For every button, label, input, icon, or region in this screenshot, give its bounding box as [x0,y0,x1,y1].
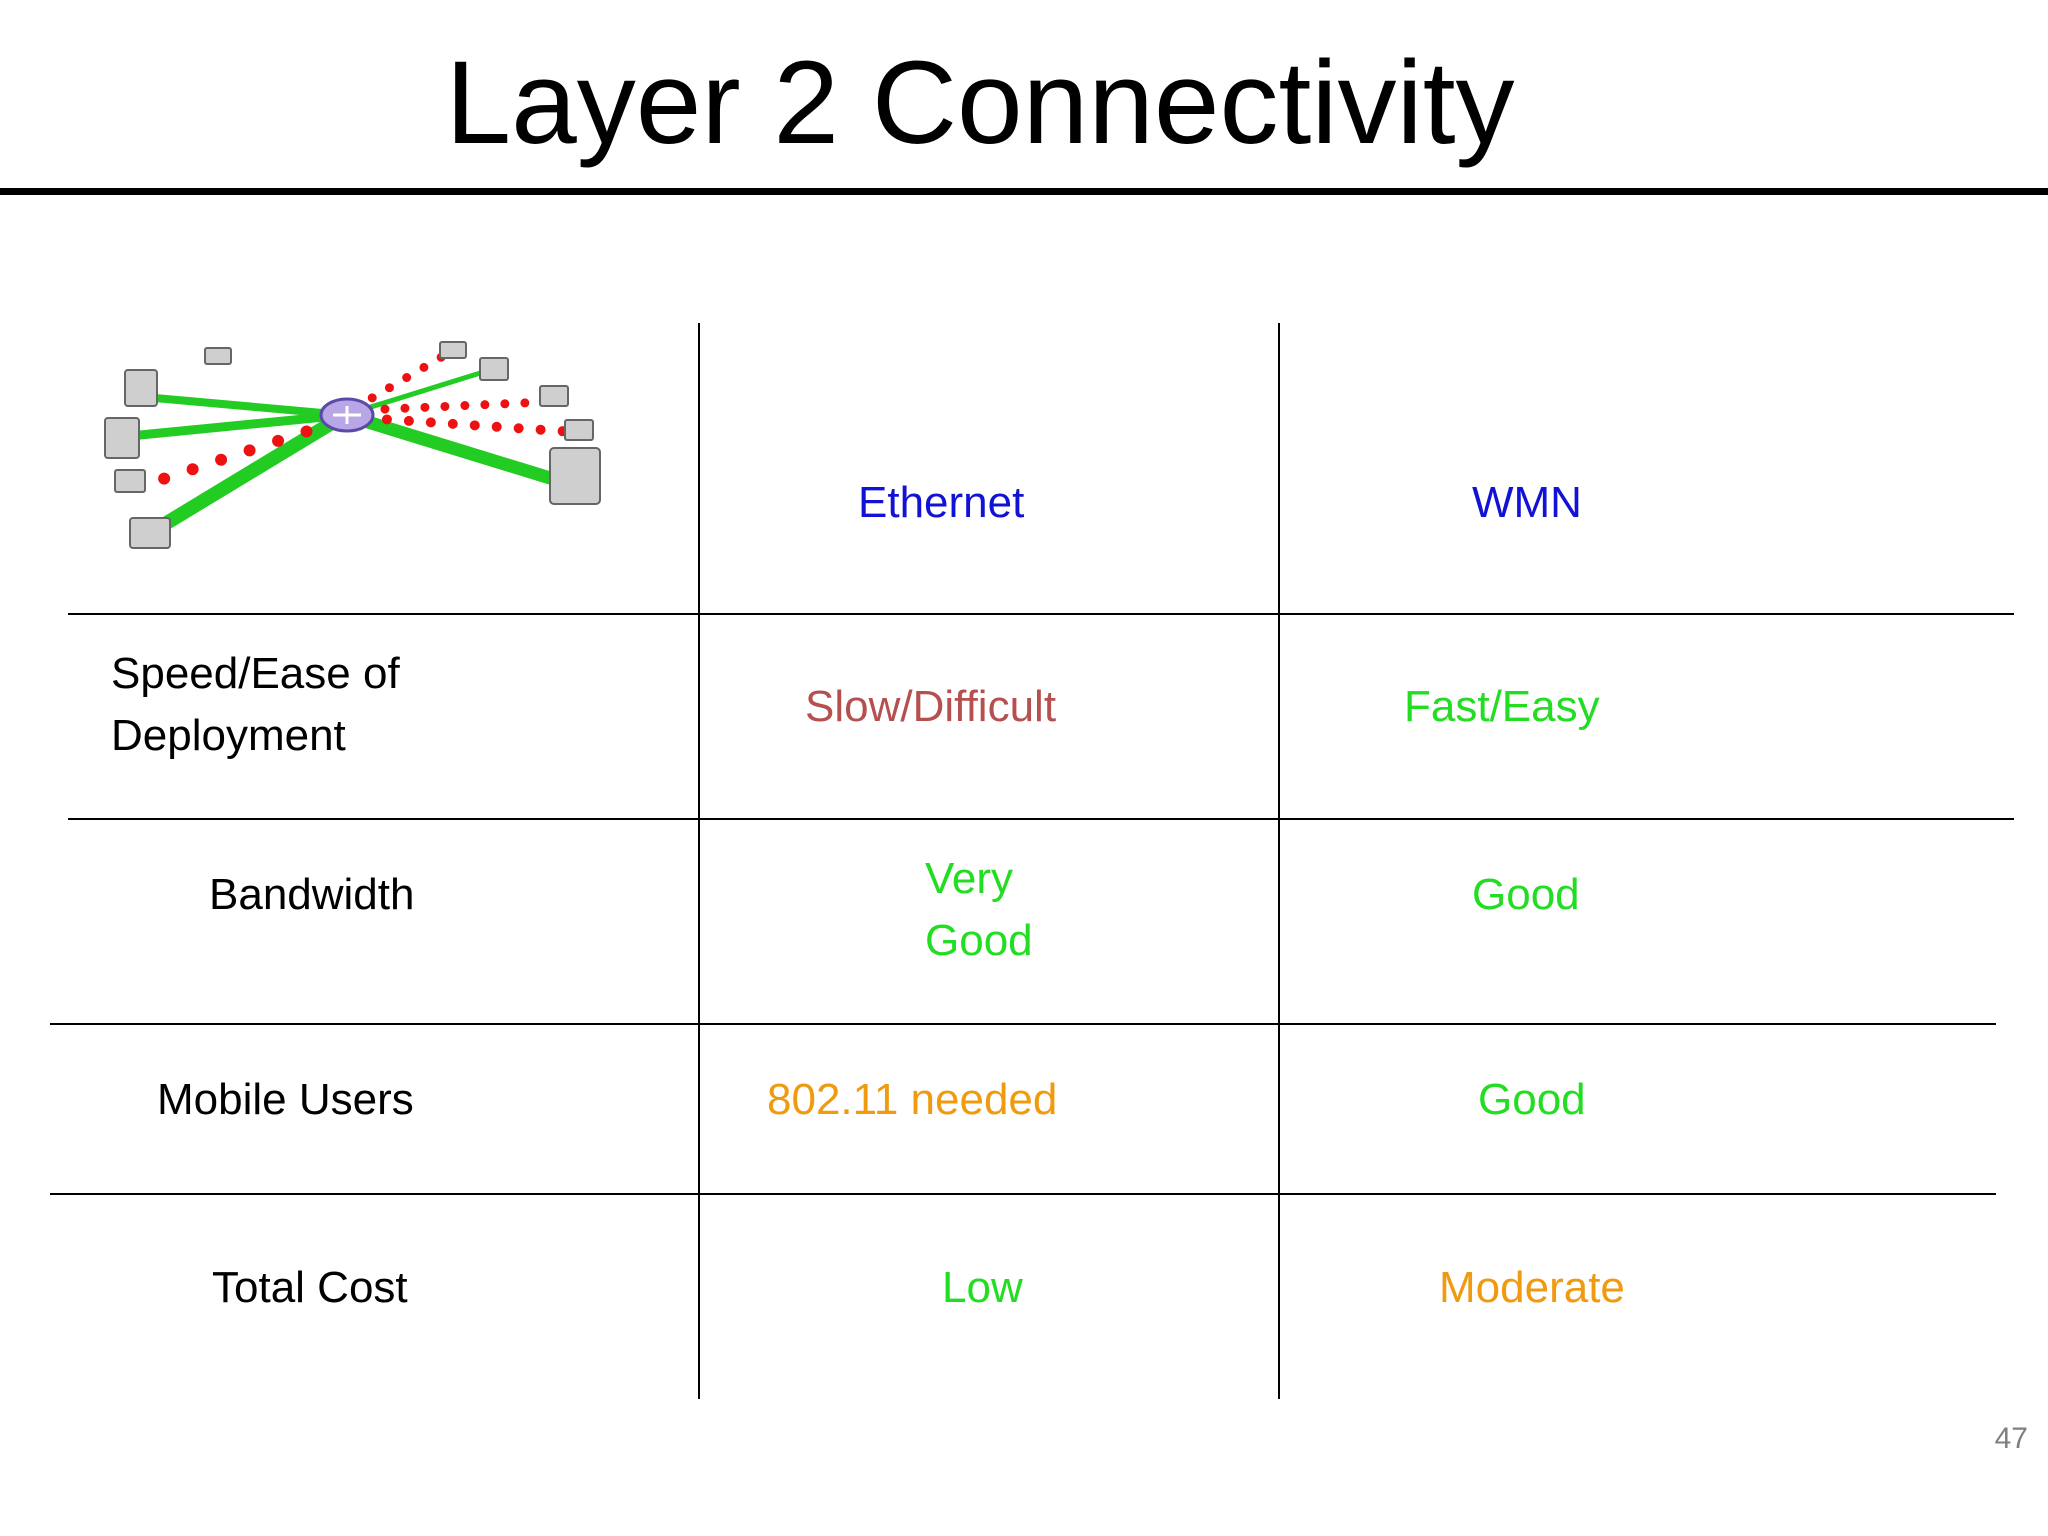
wmn-bandwidth-value: Good [1472,870,1580,919]
header-wmn: WMN [1472,478,1582,527]
slide-title: Layer 2 Connectivity [445,37,1515,169]
table-divider-vertical-2 [1278,323,1280,1399]
network-topology-icon [104,341,601,549]
row-label-mobile-users: Mobile Users [157,1075,414,1124]
table-row-divider [50,1193,1996,1195]
row-label-line: Speed/Ease of [111,649,400,698]
wmn-cost-value: Moderate [1439,1263,1625,1312]
header-ethernet: Ethernet [858,478,1025,527]
table-row-divider [50,1023,1996,1025]
value-line: Good [925,916,1033,965]
table-divider-vertical-1 [698,323,700,1399]
ethernet-cost-value: Low [942,1263,1023,1312]
row-label-deployment: Speed/Ease of Deployment [111,643,400,767]
row-label-line: Deployment [111,711,346,760]
table-row-divider [68,613,2014,615]
ethernet-mobile-value: 802.11 needed [767,1075,1058,1124]
wmn-deployment-value: Fast/Easy [1404,682,1600,731]
title-underline [0,188,2048,195]
ethernet-bandwidth-value: Very Good [925,848,1033,972]
value-line: Very [925,854,1014,903]
wmn-mobile-value: Good [1478,1075,1586,1124]
row-label-total-cost: Total Cost [212,1263,408,1312]
page-number: 47 [1994,1422,2028,1455]
table-row-divider [68,818,2014,820]
ethernet-deployment-value: Slow/Difficult [805,682,1057,731]
row-label-bandwidth: Bandwidth [209,870,415,919]
